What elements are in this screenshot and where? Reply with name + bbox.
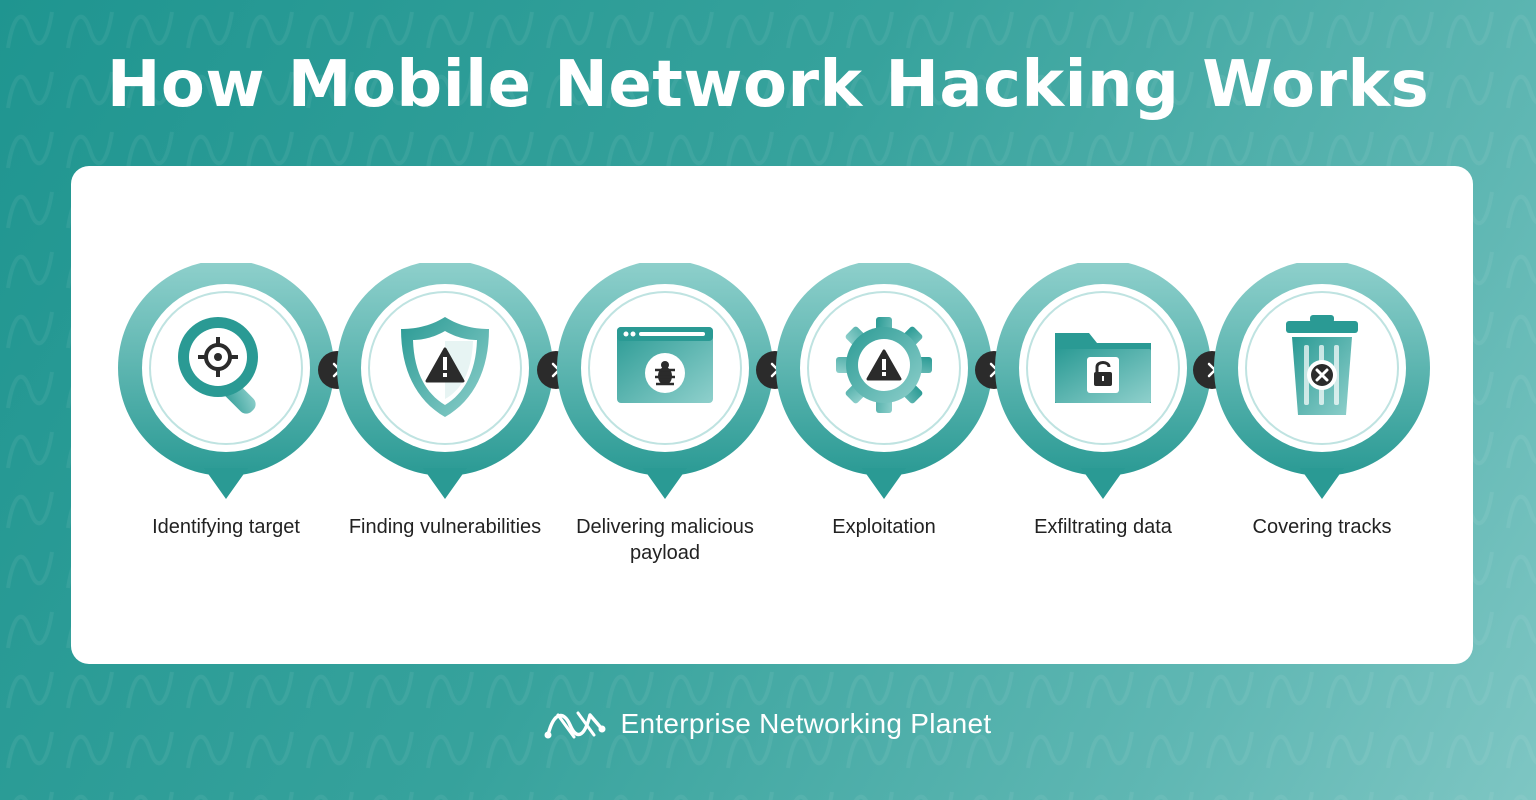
page-title: How Mobile Network Hacking Works xyxy=(106,48,1430,122)
step-finding-vulnerabilities xyxy=(335,263,555,503)
process-card: Identifying target Finding vulnerabiliti… xyxy=(71,166,1473,664)
step-exfiltrating-data xyxy=(993,263,1213,503)
folder-lock-icon xyxy=(1055,333,1151,403)
step-label: Covering tracks xyxy=(1252,516,1392,538)
step-covering-tracks xyxy=(1212,263,1432,503)
step-label: Exploitation xyxy=(832,516,936,538)
step-exploitation xyxy=(774,263,994,503)
step-label: Exfiltrating data xyxy=(1034,516,1172,538)
gear-warning-icon xyxy=(836,317,932,413)
step-identifying-target xyxy=(116,263,336,503)
step-label: Finding vulnerabilities xyxy=(348,516,542,538)
magnifier-target-icon xyxy=(178,317,258,414)
step-label: Delivering malicious payload xyxy=(576,516,754,564)
shield-warning-icon xyxy=(401,317,489,417)
footer-brand-text: Enterprise Networking Planet xyxy=(620,708,992,739)
browser-bug-icon xyxy=(617,327,713,403)
step-label: Identifying target xyxy=(152,516,300,538)
step-delivering-payload xyxy=(555,263,775,503)
trash-delete-icon xyxy=(1286,315,1358,415)
footer-brand: Enterprise Networking Planet xyxy=(0,707,1536,741)
enp-logo-icon xyxy=(544,711,606,739)
